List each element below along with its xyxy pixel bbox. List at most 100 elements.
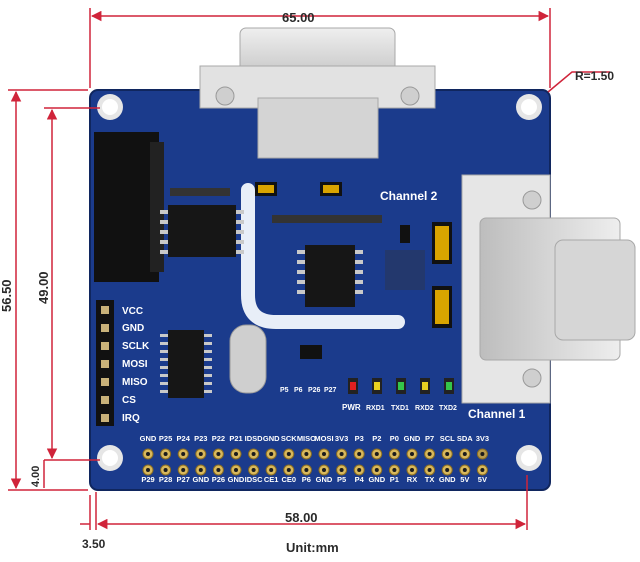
led-label-rxd2: RXD2: [415, 405, 434, 412]
gpio-label-bottom: GND: [192, 475, 209, 484]
gpio-pad-hole: [462, 452, 467, 456]
gpio-label-top: 3V3: [476, 434, 489, 443]
gpio-label-bottom: 5V: [460, 475, 469, 484]
pin-label-vcc: VCC: [122, 306, 143, 317]
pin-label-mosi: MOSI: [122, 359, 148, 370]
gpio-pad-hole: [357, 452, 362, 456]
radius-leader: [547, 71, 610, 93]
gpio-pad-hole: [163, 452, 168, 456]
gpio-label-top: GND: [263, 434, 280, 443]
gpio-pad-hole: [357, 468, 362, 472]
gpio-label-bottom: P26: [212, 475, 225, 484]
gpio-label-top: P24: [177, 434, 191, 443]
gpio-label-top: MOSI: [314, 434, 333, 443]
db9-connector-channel-1: [461, 174, 636, 404]
gpio-pad-hole: [445, 452, 450, 456]
dimension-height-outer: 56.50: [0, 279, 14, 312]
mounting-hole-top-right: [516, 94, 542, 120]
gpio-label-top: P2: [372, 434, 381, 443]
gpio-label-bottom: IDSC: [245, 475, 264, 484]
channel-2-label: Channel 2: [380, 189, 438, 203]
led-label-txd2: TXD2: [439, 405, 457, 412]
gpio-pad-hole: [216, 468, 221, 472]
gpio-pad-hole: [181, 452, 186, 456]
crystal-oscillator: [229, 324, 267, 394]
gpio-label-bottom: CE1: [264, 475, 279, 484]
gpio-pad-hole: [251, 468, 256, 472]
gpio-pad-hole: [198, 452, 203, 456]
gpio-label-top: MISO: [297, 434, 316, 443]
dimension-offset-left: 3.50: [82, 537, 106, 551]
gpio-label-bottom: GND: [228, 475, 245, 484]
gpio-pad-hole: [339, 468, 344, 472]
gpio-label-top: P7: [425, 434, 434, 443]
gpio-pad-hole: [427, 452, 432, 456]
gpio-pad-hole: [234, 468, 238, 472]
pin-label-gnd: GND: [122, 323, 144, 334]
gpio-pad-hole: [480, 452, 485, 456]
gpio-label-top: P22: [212, 434, 225, 443]
led-label-txd1: TXD1: [391, 405, 409, 412]
ic-chip-transceiver: [297, 245, 363, 307]
isolation-trace: [241, 183, 405, 329]
gpio-pad-hole: [322, 452, 326, 456]
gpio-label-top: SDA: [457, 434, 473, 443]
gpio-label-bottom: P27: [177, 475, 190, 484]
gpio-label-top: P21: [229, 434, 242, 443]
mounting-hole-bottom-right: [516, 445, 542, 471]
gpio-pad-hole: [427, 468, 432, 472]
gpio-pad-hole: [146, 468, 150, 472]
gpio-label-top: GND: [140, 434, 157, 443]
jumper-labels: P5 P6 P26 P27: [280, 387, 337, 394]
gpio-label-bottom: RX: [407, 475, 417, 484]
gpio-label-bottom: P29: [141, 475, 154, 484]
gpio-label-bottom: P6: [302, 475, 311, 484]
mounting-hole-top-left: [97, 94, 123, 120]
gpio-pad-hole: [374, 468, 379, 472]
gpio-pad-hole: [286, 452, 291, 456]
pin-label-cs: CS: [122, 395, 136, 406]
gpio-label-top: 3V3: [335, 434, 348, 443]
gpio-pad-hole: [269, 468, 274, 472]
gpio-pad-hole: [480, 468, 485, 472]
gpio-header: GNDP29P25P28P24P27P23GNDP22P26P21GNDIDSD…: [140, 434, 489, 484]
gpio-pad-hole: [374, 452, 379, 456]
ic-chip-tssop: [160, 330, 212, 398]
gpio-pad-hole: [462, 468, 467, 472]
gpio-pad-hole: [286, 468, 291, 472]
gpio-pad-hole: [163, 468, 168, 472]
side-pin-labels: VCC GND SCLK MOSI MISO CS IRQ: [122, 306, 150, 424]
led-rxd1: [372, 378, 382, 394]
gpio-label-top: P3: [355, 434, 364, 443]
led-pwr: [348, 378, 358, 394]
gpio-pad-hole: [445, 468, 450, 472]
jumper-label-p27: P27: [324, 387, 337, 394]
gpio-label-bottom: P4: [355, 475, 365, 484]
gpio-label-bottom: CE0: [282, 475, 297, 484]
gpio-pad-hole: [410, 468, 414, 472]
gpio-label-bottom: P1: [390, 475, 399, 484]
gpio-label-top: SCL: [440, 434, 455, 443]
db9-connector-channel-2: [199, 27, 436, 159]
gpio-label-bottom: TX: [425, 475, 435, 484]
gpio-label-top: P25: [159, 434, 172, 443]
gpio-pad-hole: [410, 452, 414, 456]
gpio-label-bottom: P5: [337, 475, 346, 484]
mounting-hole-bottom-left: [97, 445, 123, 471]
gpio-label-bottom: P28: [159, 475, 172, 484]
jumper-label-p26: P26: [308, 387, 321, 394]
gpio-pad-hole: [322, 468, 326, 472]
gpio-pad-hole: [269, 452, 274, 456]
pin-label-sclk: SCLK: [122, 341, 150, 352]
jumper-label-p6: P6: [294, 387, 303, 394]
led-rxd2: [420, 378, 430, 394]
gpio-label-bottom: GND: [368, 475, 385, 484]
dimension-height-inner: 49.00: [36, 271, 51, 304]
gpio-pad-hole: [339, 452, 344, 456]
smd-components: [170, 182, 452, 359]
gpio-label-top: IDSD: [245, 434, 264, 443]
led-txd2: [444, 378, 454, 394]
gpio-pad-hole: [146, 452, 150, 456]
dimension-corner-radius: R=1.50: [575, 69, 614, 83]
